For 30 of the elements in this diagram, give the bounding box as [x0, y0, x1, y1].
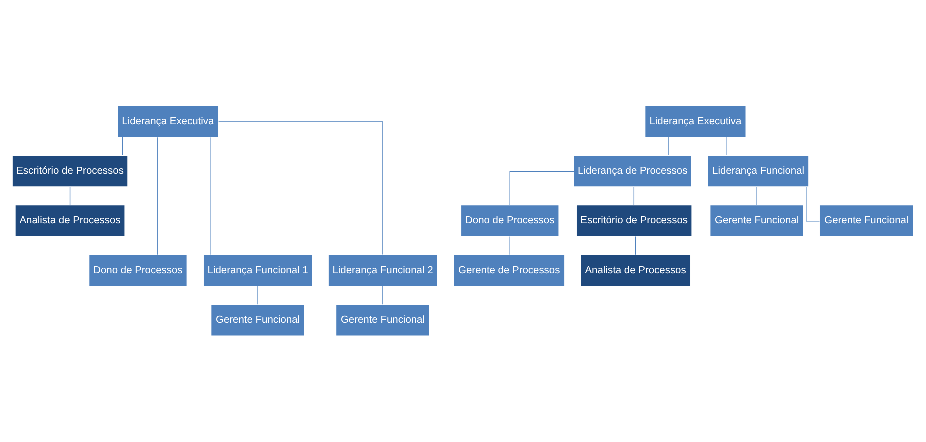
connector — [70, 186, 71, 206]
connector — [122, 136, 124, 156]
node-box: Gerente Funcional — [210, 304, 306, 336]
connector — [726, 136, 728, 156]
node-box: Escritório de Processos — [12, 155, 128, 188]
connector — [668, 136, 669, 156]
connector — [756, 186, 758, 206]
connector — [635, 236, 636, 256]
node-box: Liderança Funcional — [708, 155, 810, 188]
node-box: Analista de Processos — [15, 204, 126, 238]
node-box: Analista de Processos — [580, 254, 691, 287]
connector — [510, 171, 574, 206]
connector — [218, 122, 384, 256]
node-box: Escritório de Processos — [576, 204, 692, 238]
node-box: Dono de Processos — [460, 204, 560, 238]
node-box: Gerente de Processos — [454, 254, 566, 287]
node-box: Gerente Funcional — [336, 304, 430, 336]
node-box: Liderança Funcional 1 — [203, 254, 313, 287]
node-box: Gerente Funcional — [820, 204, 914, 238]
node-box: Liderança Executiva — [644, 106, 746, 138]
node-box: Liderança de Processos — [574, 155, 692, 188]
node-box: Gerente Funcional — [710, 204, 804, 238]
connector — [634, 186, 635, 206]
connector — [210, 137, 212, 256]
node-box: Liderança Executiva — [117, 106, 219, 138]
connector — [806, 186, 820, 222]
connector — [157, 137, 158, 256]
node-box: Dono de Processos — [88, 254, 188, 287]
node-box: Liderança Funcional 2 — [328, 254, 438, 287]
connector — [382, 286, 384, 305]
